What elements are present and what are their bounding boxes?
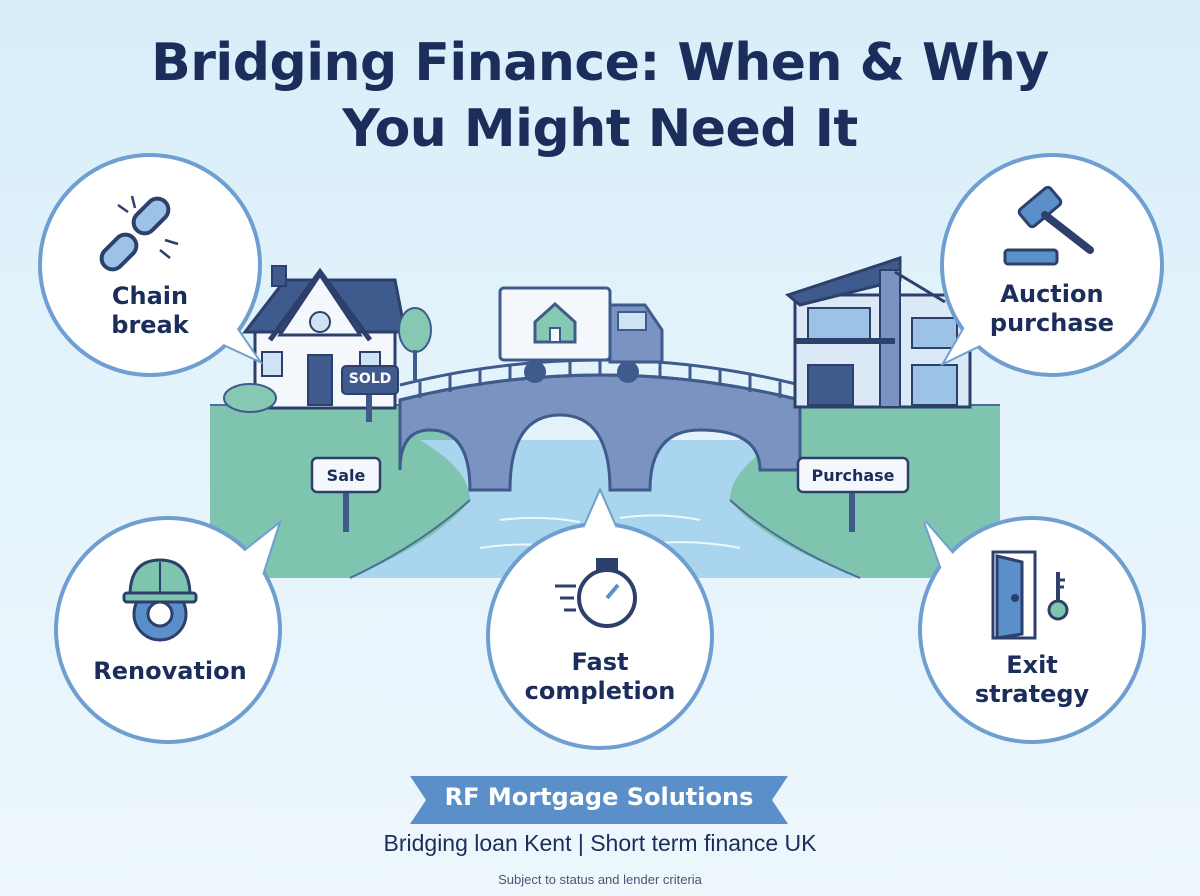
chain-break-line-2: break (111, 311, 189, 339)
sold-sign (341, 365, 399, 422)
exit-strategy-line-2: strategy (974, 680, 1090, 708)
right-house (784, 255, 972, 409)
stone-bridge (398, 357, 802, 492)
chain-break-label: Chain break (70, 282, 230, 340)
auction-line-1: Auction (1000, 280, 1104, 308)
fast-completion-line-1: Fast (571, 648, 629, 676)
fast-completion-label: Fast completion (505, 648, 695, 706)
sale-sign-label: Sale (326, 466, 366, 485)
brand-ribbon (410, 776, 788, 824)
broken-chain-icon (99, 195, 179, 272)
renovation-line-1: Renovation (93, 657, 247, 685)
auction-purchase-label: Auction purchase (962, 280, 1142, 338)
page-title: Bridging Finance: When & Why You Might N… (0, 30, 1200, 162)
door-key-icon (991, 550, 1069, 640)
purchase-signpost (796, 456, 910, 532)
sold-sign-label: SOLD (348, 371, 392, 387)
left-house (223, 265, 432, 413)
auction-line-2: purchase (989, 309, 1115, 337)
purchase-sign-label: Purchase (811, 466, 895, 485)
exit-strategy-line-1: Exit (1006, 651, 1058, 679)
tagline: Bridging loan Kent | Short term finance … (383, 830, 817, 856)
sale-signpost (310, 456, 382, 532)
moving-van (498, 286, 664, 383)
title-line-1: Bridging Finance: When & Why (151, 33, 1049, 93)
title-line-2: You Might Need It (342, 99, 858, 159)
gavel-icon (1003, 185, 1094, 266)
stopwatch-icon (555, 558, 637, 628)
renovation-label: Renovation (70, 657, 270, 686)
bubble-fast-completion (486, 487, 714, 750)
fast-completion-line-2: completion (524, 677, 676, 705)
chain-break-line-1: Chain (111, 282, 189, 310)
brand-name: RF Mortgage Solutions (444, 783, 754, 811)
disclaimer: Subject to status and lender criteria (498, 872, 702, 887)
bubble-chain-break (38, 153, 264, 377)
hard-hat-gear-icon (122, 558, 198, 642)
exit-strategy-label: Exit strategy (942, 651, 1122, 709)
